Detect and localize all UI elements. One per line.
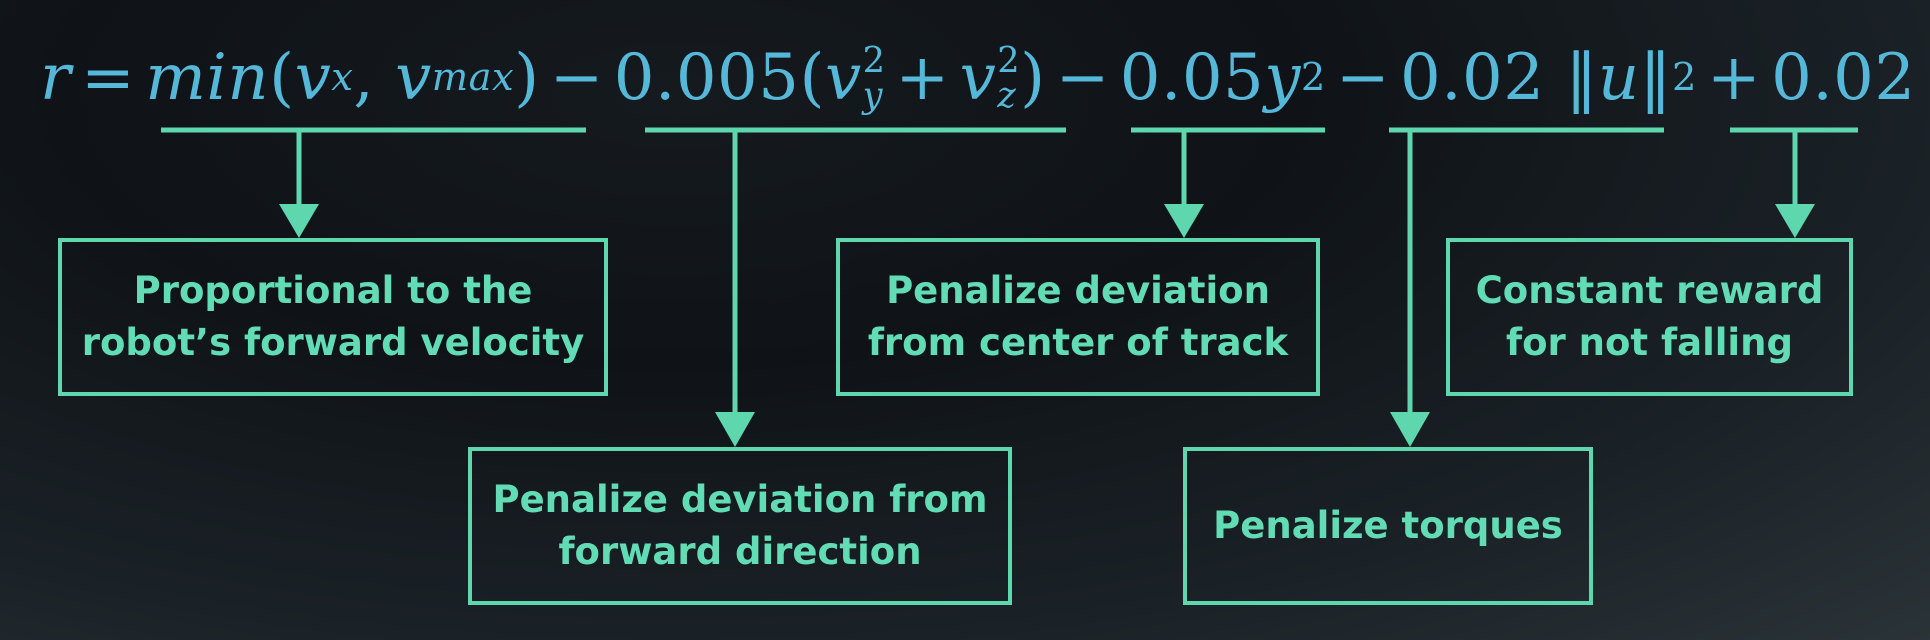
box-center-track-line2: from center of track: [867, 321, 1289, 364]
formula-norm-open: ‖: [1565, 41, 1598, 115]
formula-coef-3: 0.02: [1399, 41, 1545, 115]
formula-sup-2: 2: [862, 39, 886, 81]
formula-plus: +: [895, 41, 950, 115]
formula-coef-4: 0.02: [1771, 41, 1916, 115]
formula-v: v: [959, 41, 997, 115]
box-forward-direction: Penalize deviation from forward directio…: [468, 447, 1012, 605]
formula-u: u: [1597, 41, 1640, 115]
formula-minus: −: [1055, 41, 1110, 115]
box-forward-direction-line2: forward direction: [558, 530, 922, 573]
box-constant-reward-line1: Constant reward: [1475, 269, 1824, 312]
arrowhead-forward-direction: [715, 412, 755, 447]
formula-v: v: [824, 41, 862, 115]
formula-paren-close: ): [514, 41, 540, 115]
arrowhead-forward-velocity: [279, 204, 319, 238]
formula-min: min: [145, 41, 270, 115]
box-torques-line1: Penalize torques: [1213, 504, 1563, 547]
arrowhead-torques: [1390, 412, 1430, 447]
formula-v: v: [395, 41, 432, 115]
box-forward-velocity-line1: Proportional to the: [133, 269, 533, 312]
formula-sub-y: y: [862, 75, 883, 116]
formula-paren-open: (: [269, 41, 295, 115]
box-center-track: Penalize deviation from center of track: [836, 238, 1320, 396]
arrowhead-constant-reward: [1775, 204, 1815, 238]
box-forward-velocity: Proportional to the robot’s forward velo…: [58, 238, 608, 396]
formula-coef-1: 0.005: [613, 41, 800, 115]
box-forward-velocity-line2: robot’s forward velocity: [81, 321, 585, 364]
formula-r: r: [40, 41, 72, 115]
box-center-track-line1: Penalize deviation: [886, 269, 1270, 312]
formula-paren-close: ): [1020, 41, 1046, 115]
arrowhead-center-track: [1164, 204, 1204, 238]
formula-minus: −: [549, 41, 604, 115]
formula-minus: −: [1335, 41, 1390, 115]
formula-sup-2: 2: [997, 39, 1021, 81]
box-forward-direction-line1: Penalize deviation from: [492, 478, 988, 521]
formula-comma: ,: [353, 41, 375, 115]
box-torques: Penalize torques: [1183, 447, 1593, 605]
formula-paren-open: (: [799, 41, 825, 115]
formula-norm-close: ‖: [1639, 41, 1673, 115]
formula-sub-z: z: [997, 75, 1017, 116]
formula-plus: +: [1706, 41, 1762, 115]
box-constant-reward: Constant reward for not falling: [1446, 238, 1853, 396]
formula-y: y: [1264, 41, 1301, 115]
formula-v: v: [294, 41, 332, 115]
formula-coef-2: 0.05: [1119, 41, 1265, 115]
box-constant-reward-line2: for not falling: [1506, 321, 1793, 364]
formula-equals: =: [81, 41, 136, 115]
